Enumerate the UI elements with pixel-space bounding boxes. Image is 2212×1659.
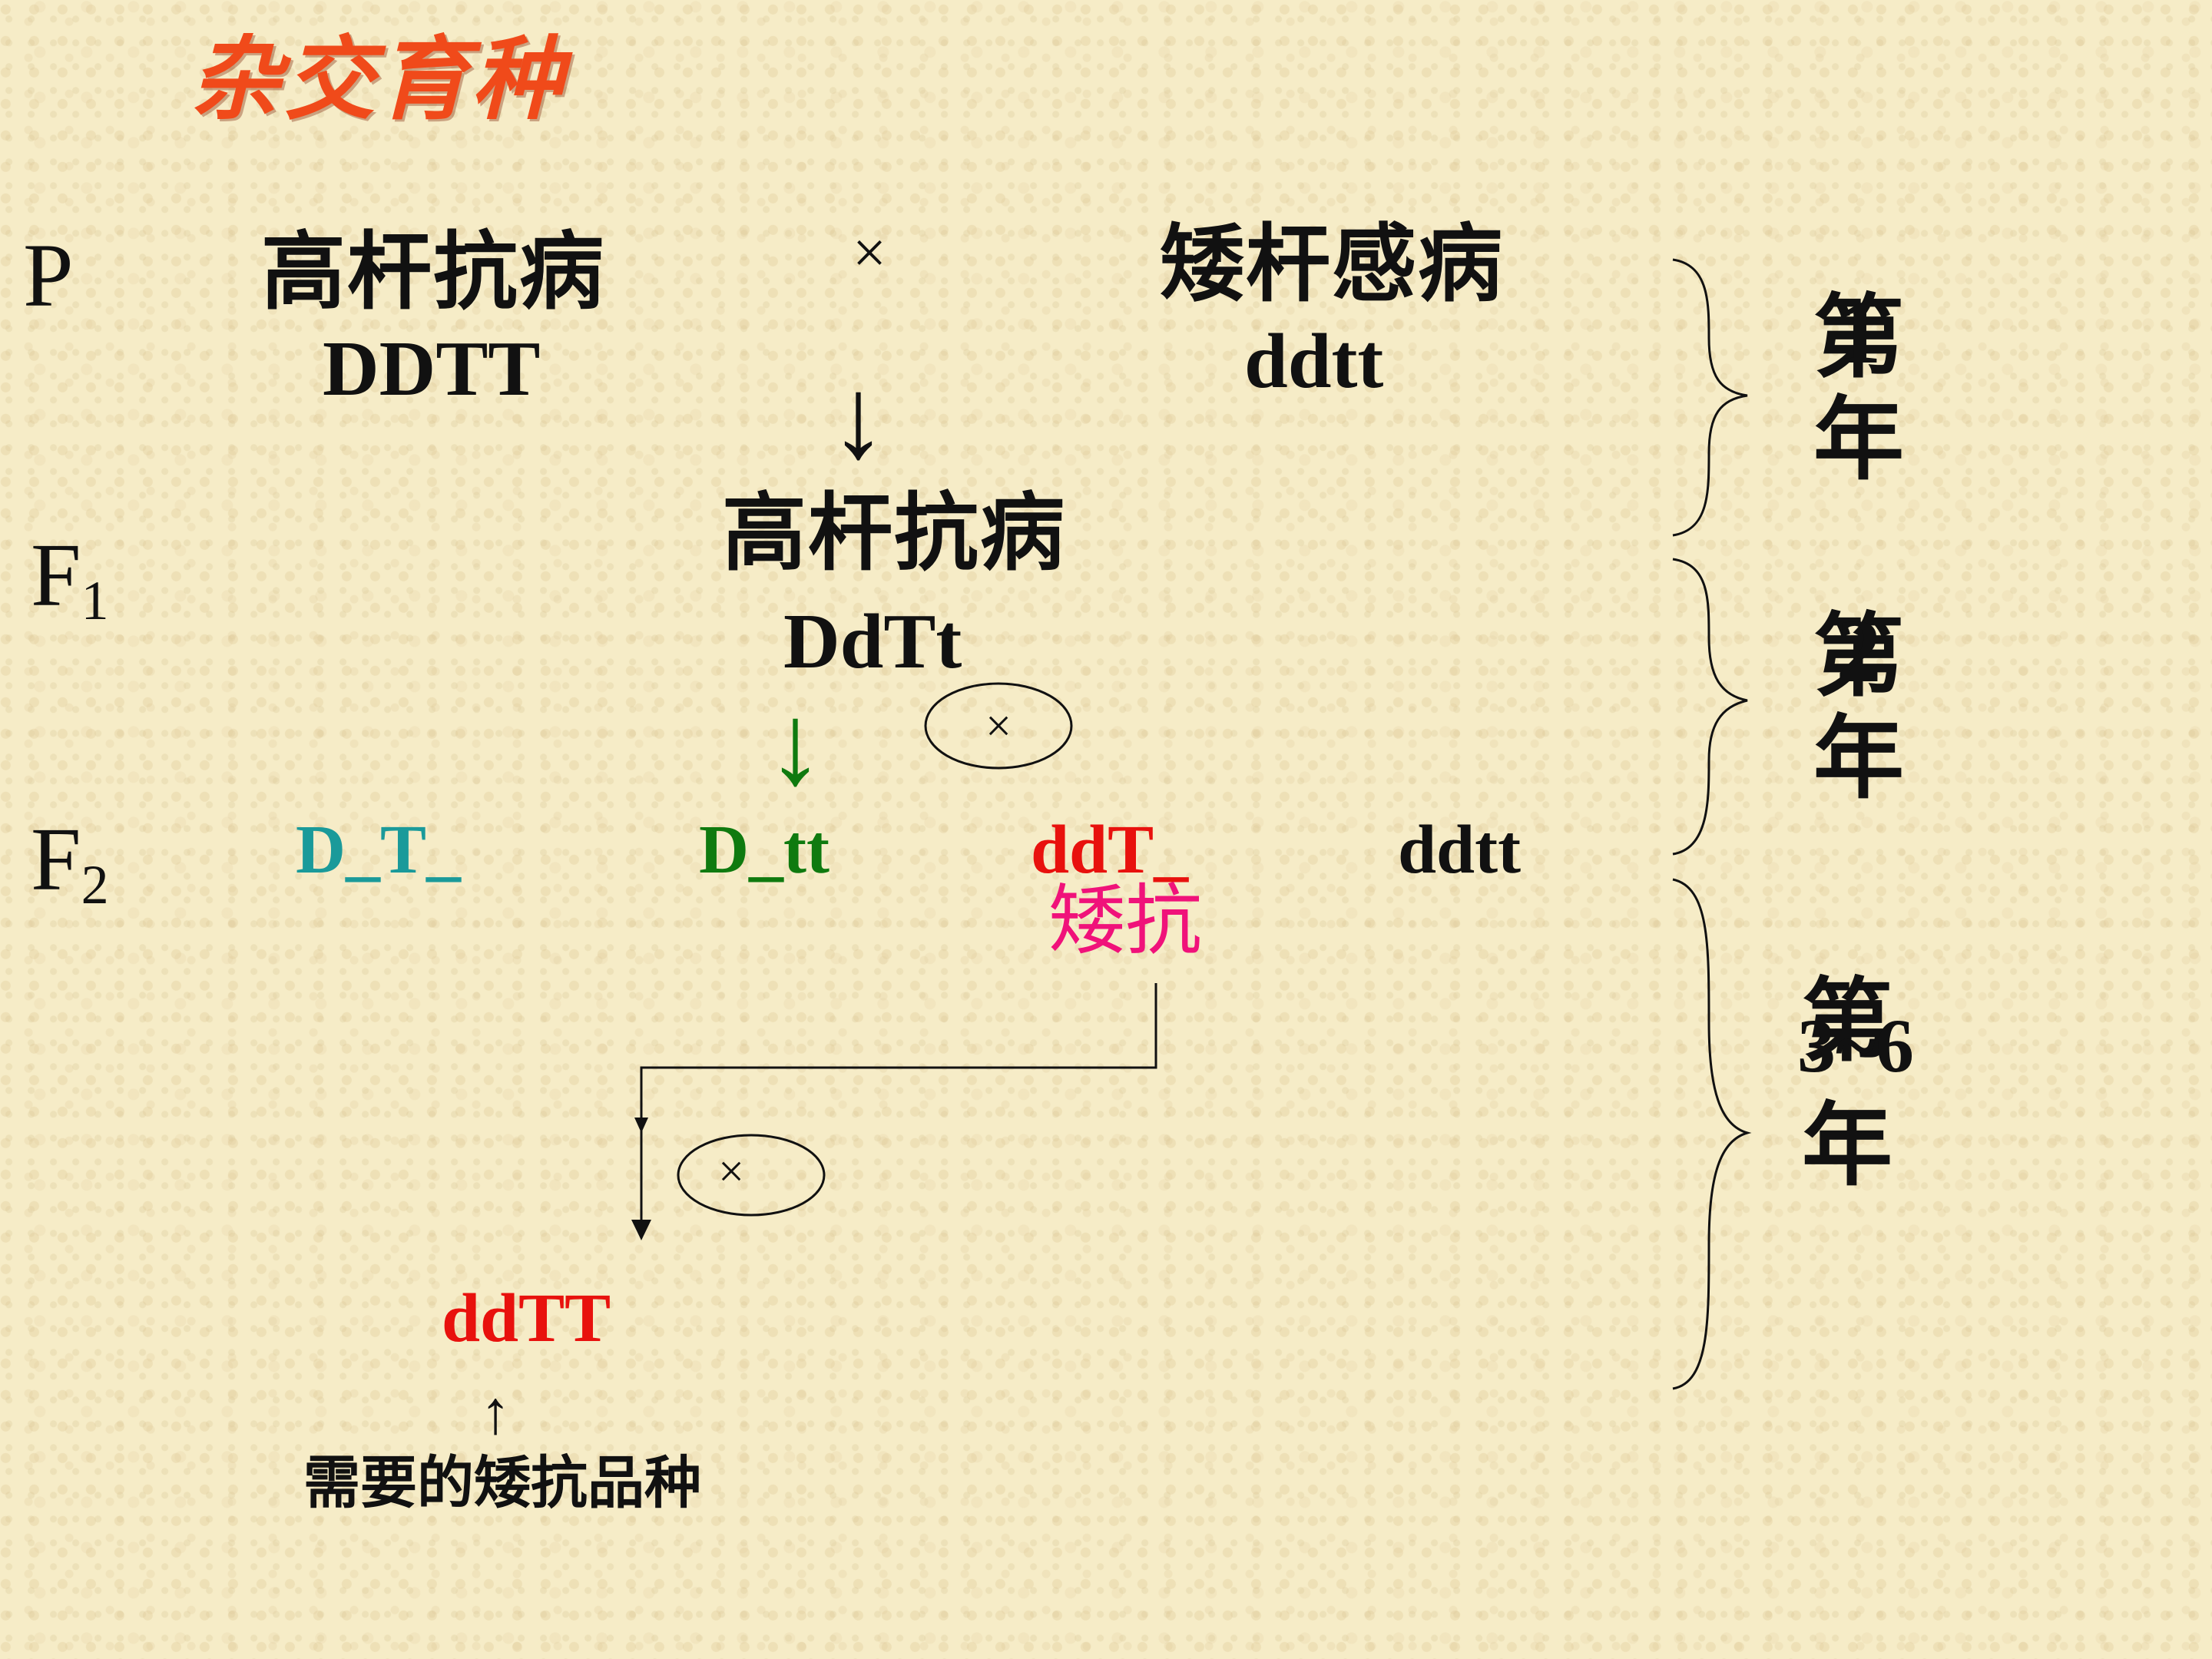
down-arrow-icon: ↓ bbox=[830, 355, 887, 482]
f1-selfing-cross-text: × bbox=[985, 700, 1012, 751]
brace-year-2 bbox=[1672, 558, 1748, 856]
result-genotype: ddTT bbox=[442, 1280, 611, 1356]
f2-selfing-cross-text: × bbox=[718, 1146, 744, 1197]
f2-selfing-symbol: × bbox=[677, 1134, 826, 1217]
brace-year-1 bbox=[1672, 258, 1748, 537]
green-down-arrow-icon: ↓ bbox=[767, 681, 824, 809]
result-note: 需要的矮抗品种 bbox=[303, 1452, 701, 1515]
selected-phenotype-label: 矮抗 bbox=[1048, 879, 1202, 964]
parent-right-phenotype: 矮杆感病 bbox=[1160, 218, 1504, 312]
f2-genotype-dwarf-resistant: ddT_ bbox=[1031, 812, 1189, 888]
parent-left-phenotype: 高杆抗病 bbox=[261, 226, 605, 320]
brace-year-3 bbox=[1672, 878, 1752, 1390]
f1-genotype: DdTt bbox=[783, 598, 962, 685]
selection-connector bbox=[631, 983, 1157, 1240]
f1-phenotype: 高杆抗病 bbox=[722, 487, 1066, 581]
parent-right-genotype: ddtt bbox=[1244, 318, 1384, 405]
cross-symbol: × bbox=[853, 219, 886, 286]
f2-genotype-tall-resistant: D_T_ bbox=[296, 812, 462, 888]
f2-genotype-dwarf-susceptible: ddtt bbox=[1398, 812, 1522, 888]
slide-title: 杂交育种 bbox=[190, 30, 566, 131]
parent-left-genotype: DDTT bbox=[323, 326, 541, 412]
generation-label-f1: F1 bbox=[31, 525, 109, 631]
f2-genotype-tall-susceptible: D_tt bbox=[699, 812, 830, 888]
up-arrow-icon: ↑ bbox=[480, 1379, 511, 1447]
generation-label-f2: F2 bbox=[31, 809, 109, 916]
f1-selfing-symbol: × bbox=[924, 682, 1073, 770]
generation-label-p: P bbox=[23, 225, 74, 326]
